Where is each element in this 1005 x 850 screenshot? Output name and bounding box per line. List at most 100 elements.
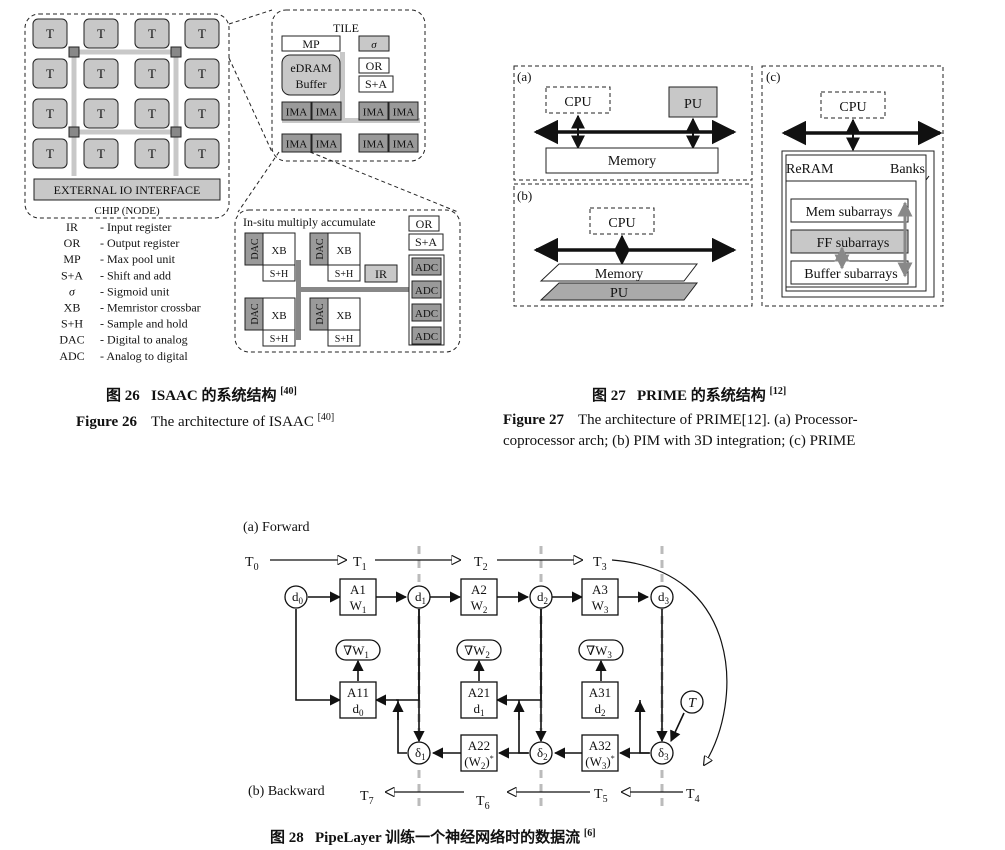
mem-subarrays-label: Mem subarrays: [806, 205, 893, 220]
tile-or-label: OR: [366, 59, 383, 73]
fig27-cn-num: 图 27: [592, 388, 626, 404]
tile-ima-label: IMA: [286, 139, 307, 151]
svg-text:d2: d2: [537, 589, 548, 606]
time-label: T4: [686, 787, 700, 805]
panel-a-cpu: [545, 86, 611, 114]
chip-tile-label: T: [198, 26, 206, 41]
panel-b-memory-label: Memory: [595, 267, 643, 282]
target-t-node: T: [680, 690, 704, 714]
edram-label-2: Buffer: [295, 77, 326, 91]
svg-text:δ3: δ3: [658, 745, 669, 762]
xb-label: XB: [336, 245, 351, 257]
adc-label: ADC: [415, 262, 438, 274]
chip-tile-label: T: [46, 146, 54, 161]
chip-tile-label: T: [198, 146, 206, 161]
panel-c-frame: [761, 65, 944, 307]
svg-text:A21: A21: [468, 685, 490, 700]
ima-frame: [234, 209, 461, 353]
chip-mesh: [71, 49, 179, 176]
chip-tile: T: [32, 18, 68, 49]
sh-label: S+H: [270, 334, 288, 345]
legend-desc: - Sample and hold: [100, 317, 188, 331]
ima-title: In-situ multiply accumulate: [243, 215, 376, 229]
time-label: T5: [594, 787, 608, 805]
fig27-en-num: Figure 27: [503, 412, 564, 428]
svg-text:δ1: δ1: [415, 745, 426, 762]
svg-text:A2: A2: [471, 582, 487, 597]
panel-c-cpu-label: CPU: [839, 100, 866, 115]
forward-time-arrows: [270, 560, 728, 792]
dac-label: DAC: [315, 238, 326, 259]
fig26-cn-ref: [40]: [280, 386, 297, 397]
panel-a-cpu-label: CPU: [564, 95, 591, 110]
tile-sa-label: S+A: [365, 77, 387, 91]
panel-b-cpu: [589, 207, 655, 235]
ir-box: [364, 264, 398, 283]
edram-box: [281, 54, 341, 96]
chip-tile: T: [134, 98, 170, 129]
legend-desc: - Shift and add: [100, 268, 171, 282]
panel-a-memory: [545, 147, 719, 174]
svg-text:d2: d2: [595, 701, 606, 718]
fig28-cn-num: 图 28: [270, 830, 304, 846]
d1-node: d1: [407, 585, 431, 609]
tile-ima-box: IMA: [388, 133, 419, 153]
a22-w2t-box: A22(W2)*: [460, 734, 498, 772]
adc-label: ADC: [415, 308, 438, 320]
panel-b-frame: [513, 183, 753, 307]
chip-tile: T: [32, 138, 68, 169]
chip-tile: T: [83, 18, 119, 49]
delta2-node: δ2: [529, 741, 553, 765]
chip-tile: T: [83, 138, 119, 169]
adc-label: ADC: [415, 331, 438, 343]
legend-desc: - Memristor crossbar: [100, 301, 201, 315]
legend-abbr: IR: [66, 220, 78, 234]
d0-node: d0: [284, 585, 308, 609]
chip-tile: T: [184, 98, 220, 129]
tile-ima-box: IMA: [281, 133, 312, 153]
tile-ima-label: IMA: [316, 107, 337, 119]
chip-tile-label: T: [198, 66, 206, 81]
sh-label: S+H: [270, 269, 288, 280]
chip-tile-label: T: [46, 66, 54, 81]
svg-text:T: T: [688, 696, 697, 711]
time-label: T0: [245, 555, 259, 573]
banks-label: Banks: [890, 162, 925, 177]
xb-label: XB: [336, 310, 351, 322]
ima-sa-box: [408, 233, 444, 251]
chip-tile-label: T: [97, 146, 105, 161]
chip-tile-label: T: [148, 66, 156, 81]
xb-box: [262, 297, 296, 331]
tile-ima-label: IMA: [363, 139, 384, 151]
panel-b-cpu-label: CPU: [608, 216, 635, 231]
chip-tile: T: [184, 138, 220, 169]
svg-text:A3: A3: [592, 582, 608, 597]
svg-text:A32: A32: [589, 738, 611, 753]
time-label: T2: [474, 555, 488, 573]
panel-a-pu: [668, 86, 718, 118]
ff-subarrays-label: FF subarrays: [817, 236, 890, 251]
chip-tile: T: [134, 58, 170, 89]
svg-text:A11: A11: [347, 685, 369, 700]
panel-a-frame: [513, 65, 753, 181]
adc-box: ADC: [411, 257, 442, 276]
legend-abbr: S+H: [61, 317, 83, 331]
panel-a-label: (a): [517, 69, 531, 84]
svg-text:d1: d1: [415, 589, 426, 606]
svg-text:(W2)*: (W2)*: [464, 754, 493, 771]
svg-text:d3: d3: [658, 589, 670, 606]
reram-label: ReRAM: [786, 162, 834, 177]
chip-tile-label: T: [46, 106, 54, 121]
chip-tile-label: T: [97, 26, 105, 41]
d3-node: d3: [650, 585, 674, 609]
chip-tile: T: [83, 58, 119, 89]
chip-tile: T: [134, 18, 170, 49]
dac-label: DAC: [315, 303, 326, 324]
fig26-en-ref: [40]: [317, 412, 335, 423]
